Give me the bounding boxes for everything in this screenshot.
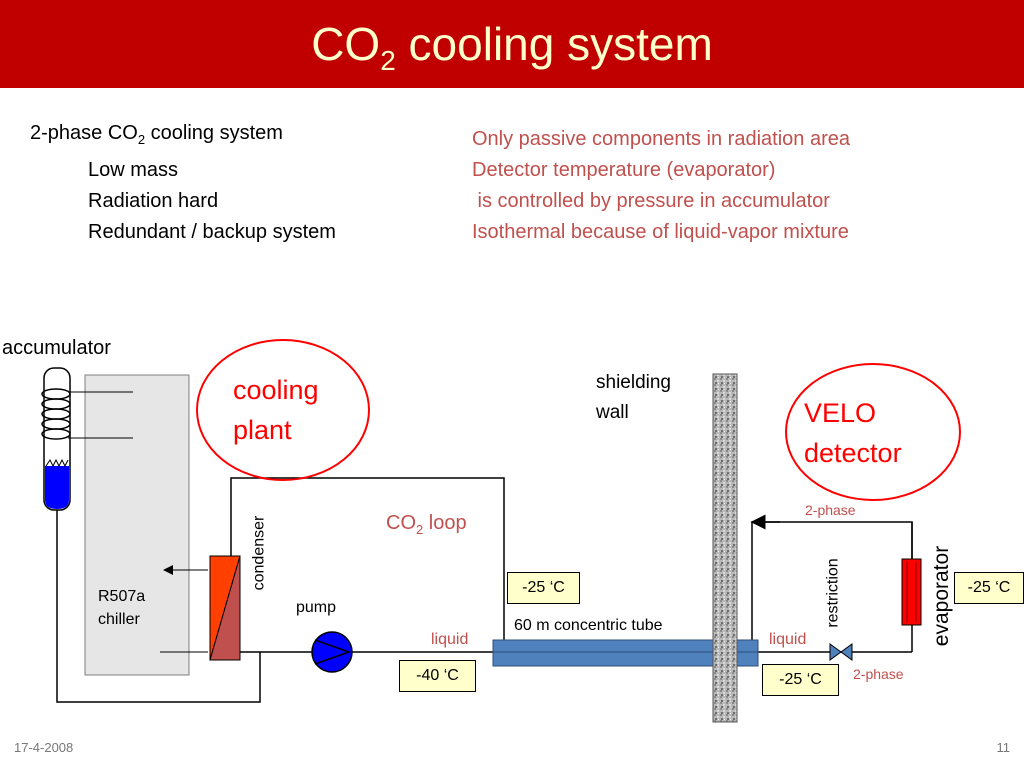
note-line: is controlled by pressure in accumulator <box>472 190 830 212</box>
shielding-wall-label-line: wall <box>596 402 629 423</box>
feature-list: 2-phase CO2 cooling system Low mass Radi… <box>30 118 336 248</box>
velo-detector-label: VELO detector <box>804 393 902 473</box>
cooling-plant-circle <box>196 339 370 481</box>
shielding-wall-label-line: shielding <box>596 372 671 393</box>
cooling-plant-label: cooling plant <box>233 370 319 450</box>
return-pipe <box>56 510 261 703</box>
two-phase-top-label: 2-phase <box>805 502 856 518</box>
velo-detector-label-line: detector <box>804 438 902 468</box>
slide-title: CO2 cooling system <box>0 0 1024 88</box>
co2-loop-pipe <box>230 477 505 640</box>
evaporator-unit <box>901 558 922 626</box>
chiller-label-line: R507a <box>98 588 146 605</box>
feature-heading: 2-phase CO2 cooling system <box>30 122 283 147</box>
accumulator-coil <box>41 388 71 440</box>
note-line: Detector temperature (evaporator) <box>472 159 776 181</box>
condenser-label: condenser <box>250 515 268 591</box>
feature-item: Redundant / backup system <box>88 221 336 243</box>
note-line: Isothermal because of liquid-vapor mixtu… <box>472 221 849 243</box>
chiller-label-line: chiller <box>98 611 140 628</box>
liquid-label-left: liquid <box>431 631 469 648</box>
tube-label: 60 m concentric tube <box>514 617 663 634</box>
temp-box-center: -25 ‘C <box>507 572 580 604</box>
temp-box-evaporator: -25 ‘C <box>954 572 1024 604</box>
two-phase-bottom-label: 2-phase <box>853 666 904 682</box>
chiller-box <box>84 374 190 676</box>
accumulator-liquid <box>45 466 69 509</box>
restriction-label: restriction <box>824 558 842 628</box>
cooling-plant-label-line: cooling <box>233 375 319 405</box>
evaporator-label: evaporator <box>930 545 954 647</box>
page-number: 11 <box>996 740 1011 755</box>
temp-box-pump: -40 ‘C <box>399 660 476 692</box>
shielding-wall <box>712 373 738 723</box>
accumulator-label: accumulator <box>2 337 111 359</box>
footer-date: 17-4-2008 <box>14 740 74 755</box>
pump-label: pump <box>296 599 337 616</box>
velo-detector-circle <box>785 363 961 501</box>
pump-icon <box>311 631 353 673</box>
co2-loop-label: CO2 loop <box>386 512 467 537</box>
restriction-valve-icon <box>829 643 853 661</box>
temp-box-bottom: -25 ‘C <box>762 664 839 696</box>
liquid-label-right: liquid <box>769 631 807 648</box>
chiller-label: R507a chiller <box>98 585 145 631</box>
note-line: Only passive components in radiation are… <box>472 128 850 150</box>
condenser-unit <box>209 555 241 661</box>
notes-list: Only passive components in radiation are… <box>472 124 850 248</box>
velo-detector-label-line: VELO <box>804 398 877 428</box>
cooling-plant-label-line: plant <box>233 415 292 445</box>
feature-item: Radiation hard <box>88 190 219 212</box>
feature-item: Low mass <box>88 159 179 181</box>
shielding-wall-label: shielding wall <box>596 368 671 428</box>
